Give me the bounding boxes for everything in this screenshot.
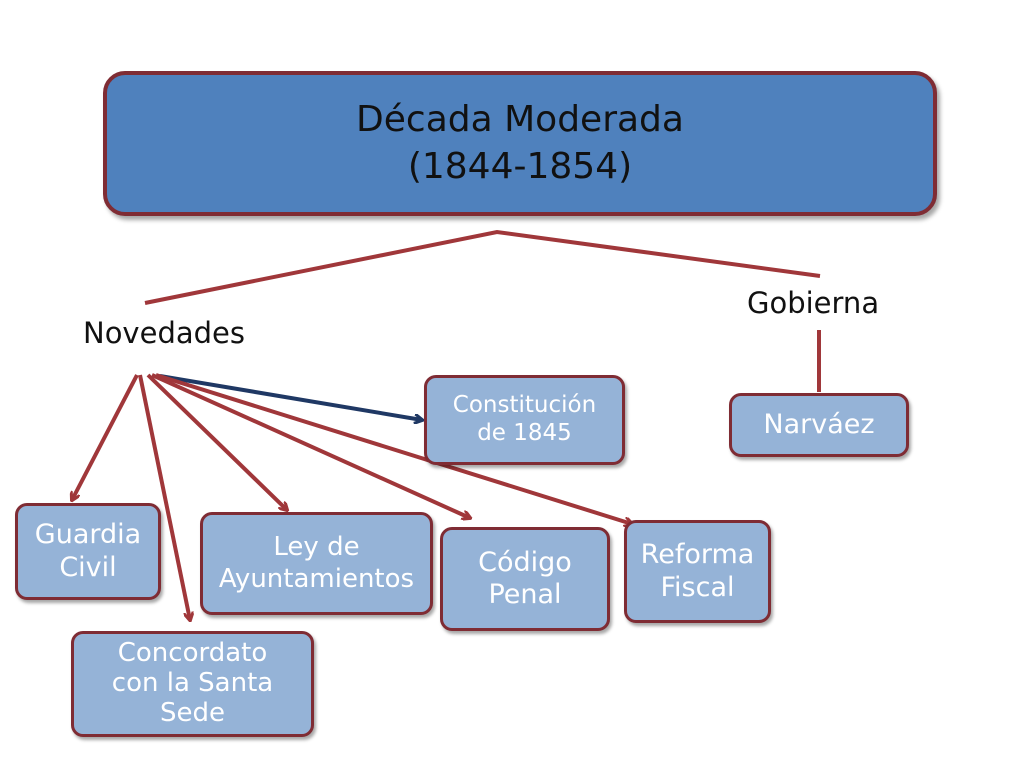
ley-ayuntamientos-box: Ley de Ayuntamientos [200,512,433,615]
title-box: Década Moderada (1844-1854) [103,71,937,216]
arrow-to-reforma-fiscal [155,373,632,524]
arrow-to-constitucion [159,374,422,420]
concordato-box: Concordato con la Santa Sede [71,631,314,737]
narvaez-box: Narváez [729,393,909,457]
arrow-to-guardia-civil [72,374,139,500]
arrow-to-codigo-penal [151,373,470,518]
reforma-fiscal-box: Reforma Fiscal [624,520,771,623]
constitucion-box: Constitución de 1845 [424,375,625,465]
arrow-to-concordato [138,374,190,620]
arrow-to-ley-ayuntamientos [146,373,287,510]
guardia-civil-box: Guardia Civil [15,503,161,600]
title-branch-line [144,229,821,305]
codigo-penal-box: Código Penal [440,527,610,631]
novedades-label: Novedades [83,316,245,350]
gobierna-label: Gobierna [747,286,880,320]
